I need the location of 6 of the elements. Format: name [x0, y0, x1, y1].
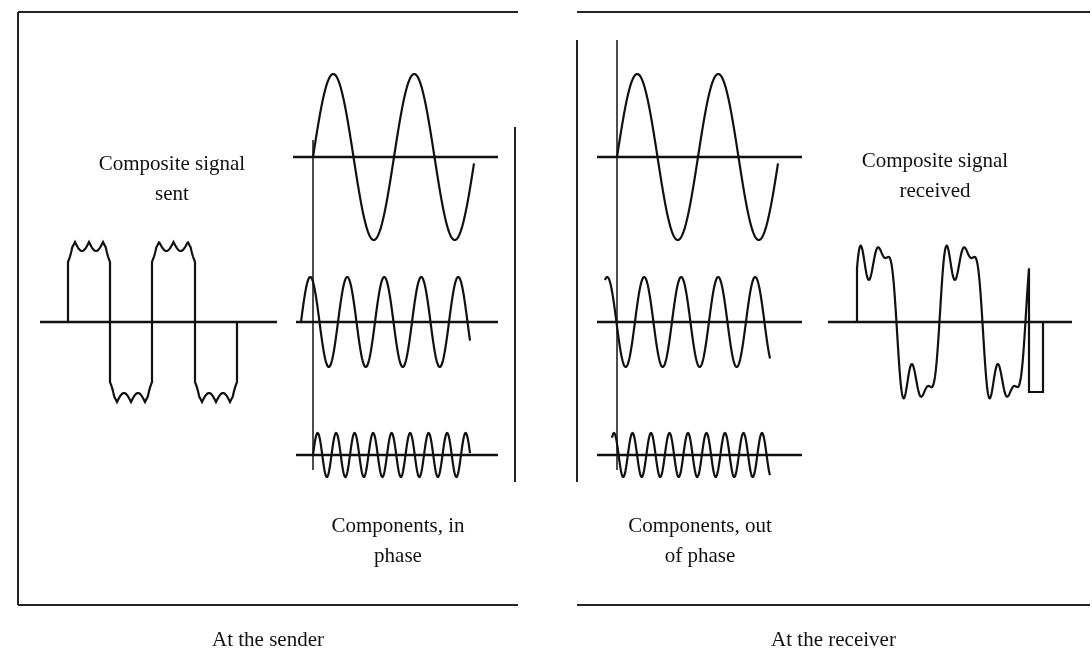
- panel-heading: At the receiver: [770, 627, 897, 652]
- signal-caption: Components, in phase: [330, 512, 466, 569]
- signal-caption: Composite signal received: [860, 147, 1010, 204]
- signal-caption: Components, out of phase: [627, 512, 773, 569]
- panel-heading: At the sender: [211, 627, 325, 652]
- signal-caption: Composite signal sent: [97, 150, 247, 207]
